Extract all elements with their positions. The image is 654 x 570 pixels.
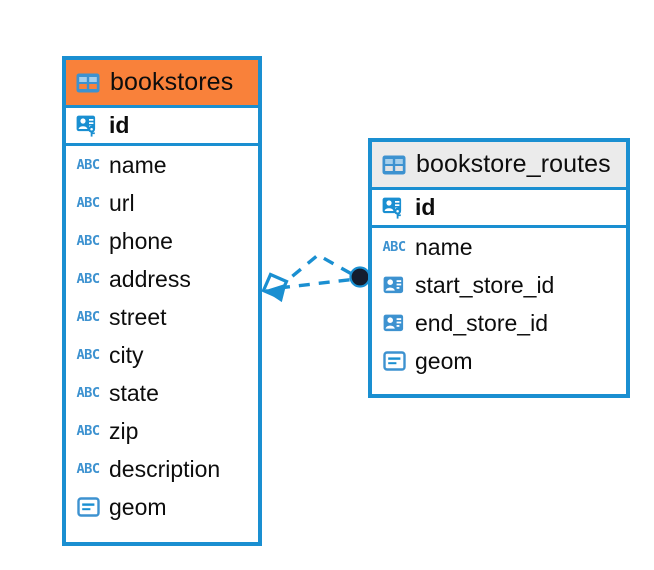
field-row-address[interactable]: ABC address xyxy=(66,260,258,298)
field-row-street[interactable]: ABC street xyxy=(66,298,258,336)
abc-text-icon: ABC xyxy=(76,423,100,439)
abc-text-icon: ABC xyxy=(76,233,100,249)
abc-text-icon: ABC xyxy=(76,195,100,211)
field-row-name[interactable]: ABC name xyxy=(66,146,258,184)
primary-key-icon xyxy=(75,115,101,137)
field-row-id[interactable]: id xyxy=(372,190,626,228)
field-row-end-store-id[interactable]: end_store_id xyxy=(372,304,626,342)
abc-text-icon: ABC xyxy=(76,271,100,287)
field-row-phone[interactable]: ABC phone xyxy=(66,222,258,260)
relationship-line-upper[interactable] xyxy=(275,252,358,291)
diamond-marker[interactable] xyxy=(261,272,289,303)
foreign-key-icon xyxy=(381,314,407,333)
field-label: state xyxy=(109,379,159,406)
field-row-start-store-id[interactable]: start_store_id xyxy=(372,266,626,304)
entity-title: bookstores xyxy=(110,68,234,96)
entity-bookstores[interactable]: bookstores xyxy=(62,56,262,546)
field-row-state[interactable]: ABC state xyxy=(66,374,258,412)
field-label: geom xyxy=(109,493,167,520)
entity-title: bookstore_routes xyxy=(416,150,611,178)
geometry-icon xyxy=(381,351,407,371)
circle-marker[interactable] xyxy=(349,266,371,288)
abc-text-icon: ABC xyxy=(76,385,100,401)
field-label: id xyxy=(415,194,436,220)
abc-text-icon: ABC xyxy=(76,157,100,173)
field-label: name xyxy=(109,151,167,178)
entity-header-bookstore-routes[interactable]: bookstore_routes xyxy=(372,142,626,190)
field-row-description[interactable]: ABC description xyxy=(66,450,258,488)
table-icon xyxy=(381,155,407,175)
foreign-key-icon xyxy=(381,276,407,295)
field-label: start_store_id xyxy=(415,271,555,298)
abc-text-icon: ABC xyxy=(76,347,100,363)
entity-header-bookstores[interactable]: bookstores xyxy=(66,60,258,108)
field-label: name xyxy=(415,233,473,260)
field-label: phone xyxy=(109,227,173,254)
field-row-id[interactable]: id xyxy=(66,108,258,146)
relationship-line-lower[interactable] xyxy=(278,277,357,290)
field-label: city xyxy=(109,341,144,368)
field-label: address xyxy=(109,265,191,292)
geometry-icon xyxy=(75,497,101,517)
field-label: id xyxy=(109,112,130,138)
field-label: street xyxy=(109,303,167,330)
field-row-url[interactable]: ABC url xyxy=(66,184,258,222)
field-row-city[interactable]: ABC city xyxy=(66,336,258,374)
field-row-geom[interactable]: geom xyxy=(66,488,258,526)
field-label: description xyxy=(109,455,221,482)
abc-text-icon: ABC xyxy=(382,239,406,255)
field-row-zip[interactable]: ABC zip xyxy=(66,412,258,450)
abc-text-icon: ABC xyxy=(76,461,100,477)
primary-key-icon xyxy=(381,197,407,219)
field-label: url xyxy=(109,189,135,216)
table-icon xyxy=(75,73,101,93)
field-row-name[interactable]: ABC name xyxy=(372,228,626,266)
entity-bookstore-routes[interactable]: bookstore_routes xyxy=(368,138,630,398)
field-label: end_store_id xyxy=(415,309,548,336)
field-label: zip xyxy=(109,417,139,444)
field-row-geom[interactable]: geom xyxy=(372,342,626,380)
abc-text-icon: ABC xyxy=(76,309,100,325)
field-label: geom xyxy=(415,347,473,374)
